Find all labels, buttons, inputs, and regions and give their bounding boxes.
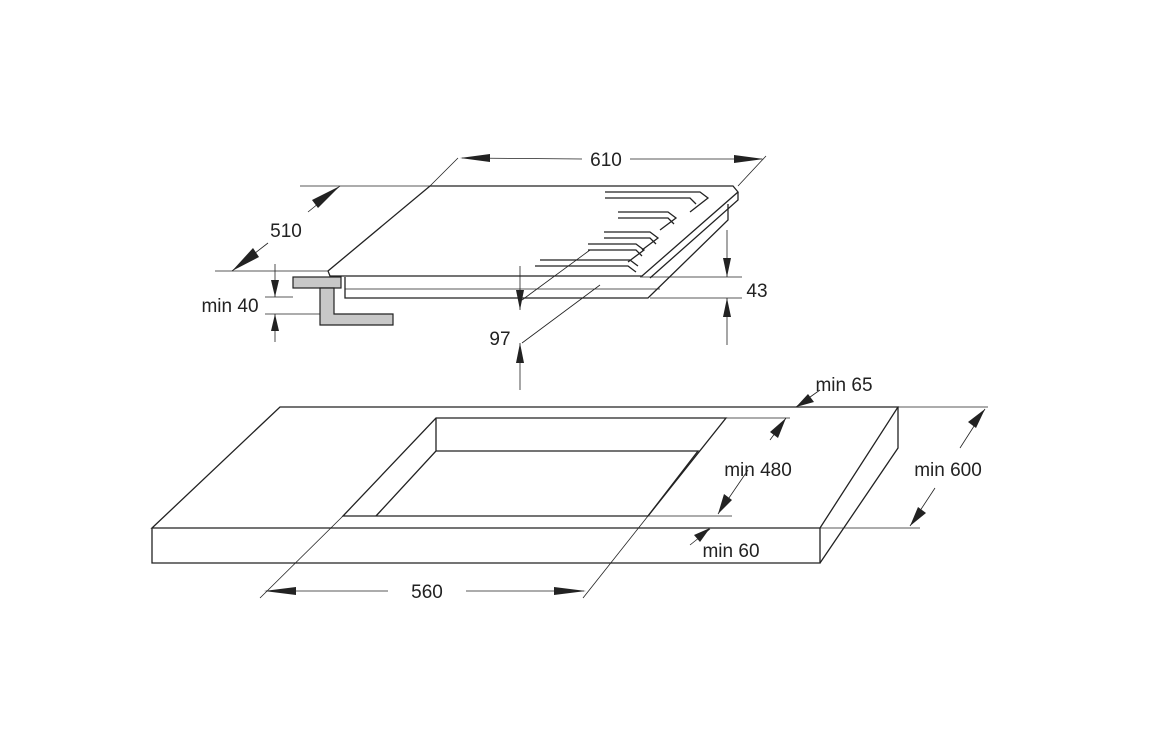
- dim-front-margin: min 60: [648, 515, 760, 562]
- hob-body: [344, 204, 729, 299]
- cutout-width-label: 560: [411, 582, 443, 603]
- dim-hob-depth: 510: [215, 185, 430, 272]
- hob-depth-label: 510: [270, 221, 302, 242]
- cutout-inner: [375, 418, 437, 517]
- cutout-depth-label: min 480: [724, 460, 792, 481]
- hob-side-edge: [649, 192, 739, 279]
- dim-below-depth: 97: [489, 249, 601, 390]
- hob-width-label: 610: [590, 150, 622, 171]
- hob-controls: [535, 191, 710, 273]
- dim-hob-height: 43: [640, 230, 768, 345]
- below-depth-label: 97: [489, 329, 510, 350]
- hob-height-label: 43: [746, 281, 767, 302]
- fixing-bracket: [319, 287, 394, 326]
- dim-worktop-depth: min 600: [820, 406, 988, 529]
- hob-top-surface: [327, 185, 739, 277]
- worktop-depth-label: min 600: [914, 460, 982, 481]
- min-clearance-label: min 40: [201, 296, 258, 317]
- worktop-side-face: [819, 407, 899, 564]
- dim-cutout-width: 560: [259, 515, 649, 603]
- dim-back-margin: min 65: [726, 375, 873, 419]
- worktop-section: [292, 276, 342, 289]
- dim-hob-width: 610: [429, 150, 767, 187]
- worktop-front-face: [151, 528, 821, 564]
- worktop-drawing: [150, 406, 900, 564]
- dim-min-clearance: min 40: [201, 264, 320, 342]
- front-margin-label: min 60: [702, 541, 759, 562]
- back-margin-label: min 65: [815, 375, 872, 396]
- hob-drawing: [292, 185, 739, 326]
- cutout-outer: [341, 417, 728, 517]
- dim-cutout-depth: min 480: [717, 417, 792, 515]
